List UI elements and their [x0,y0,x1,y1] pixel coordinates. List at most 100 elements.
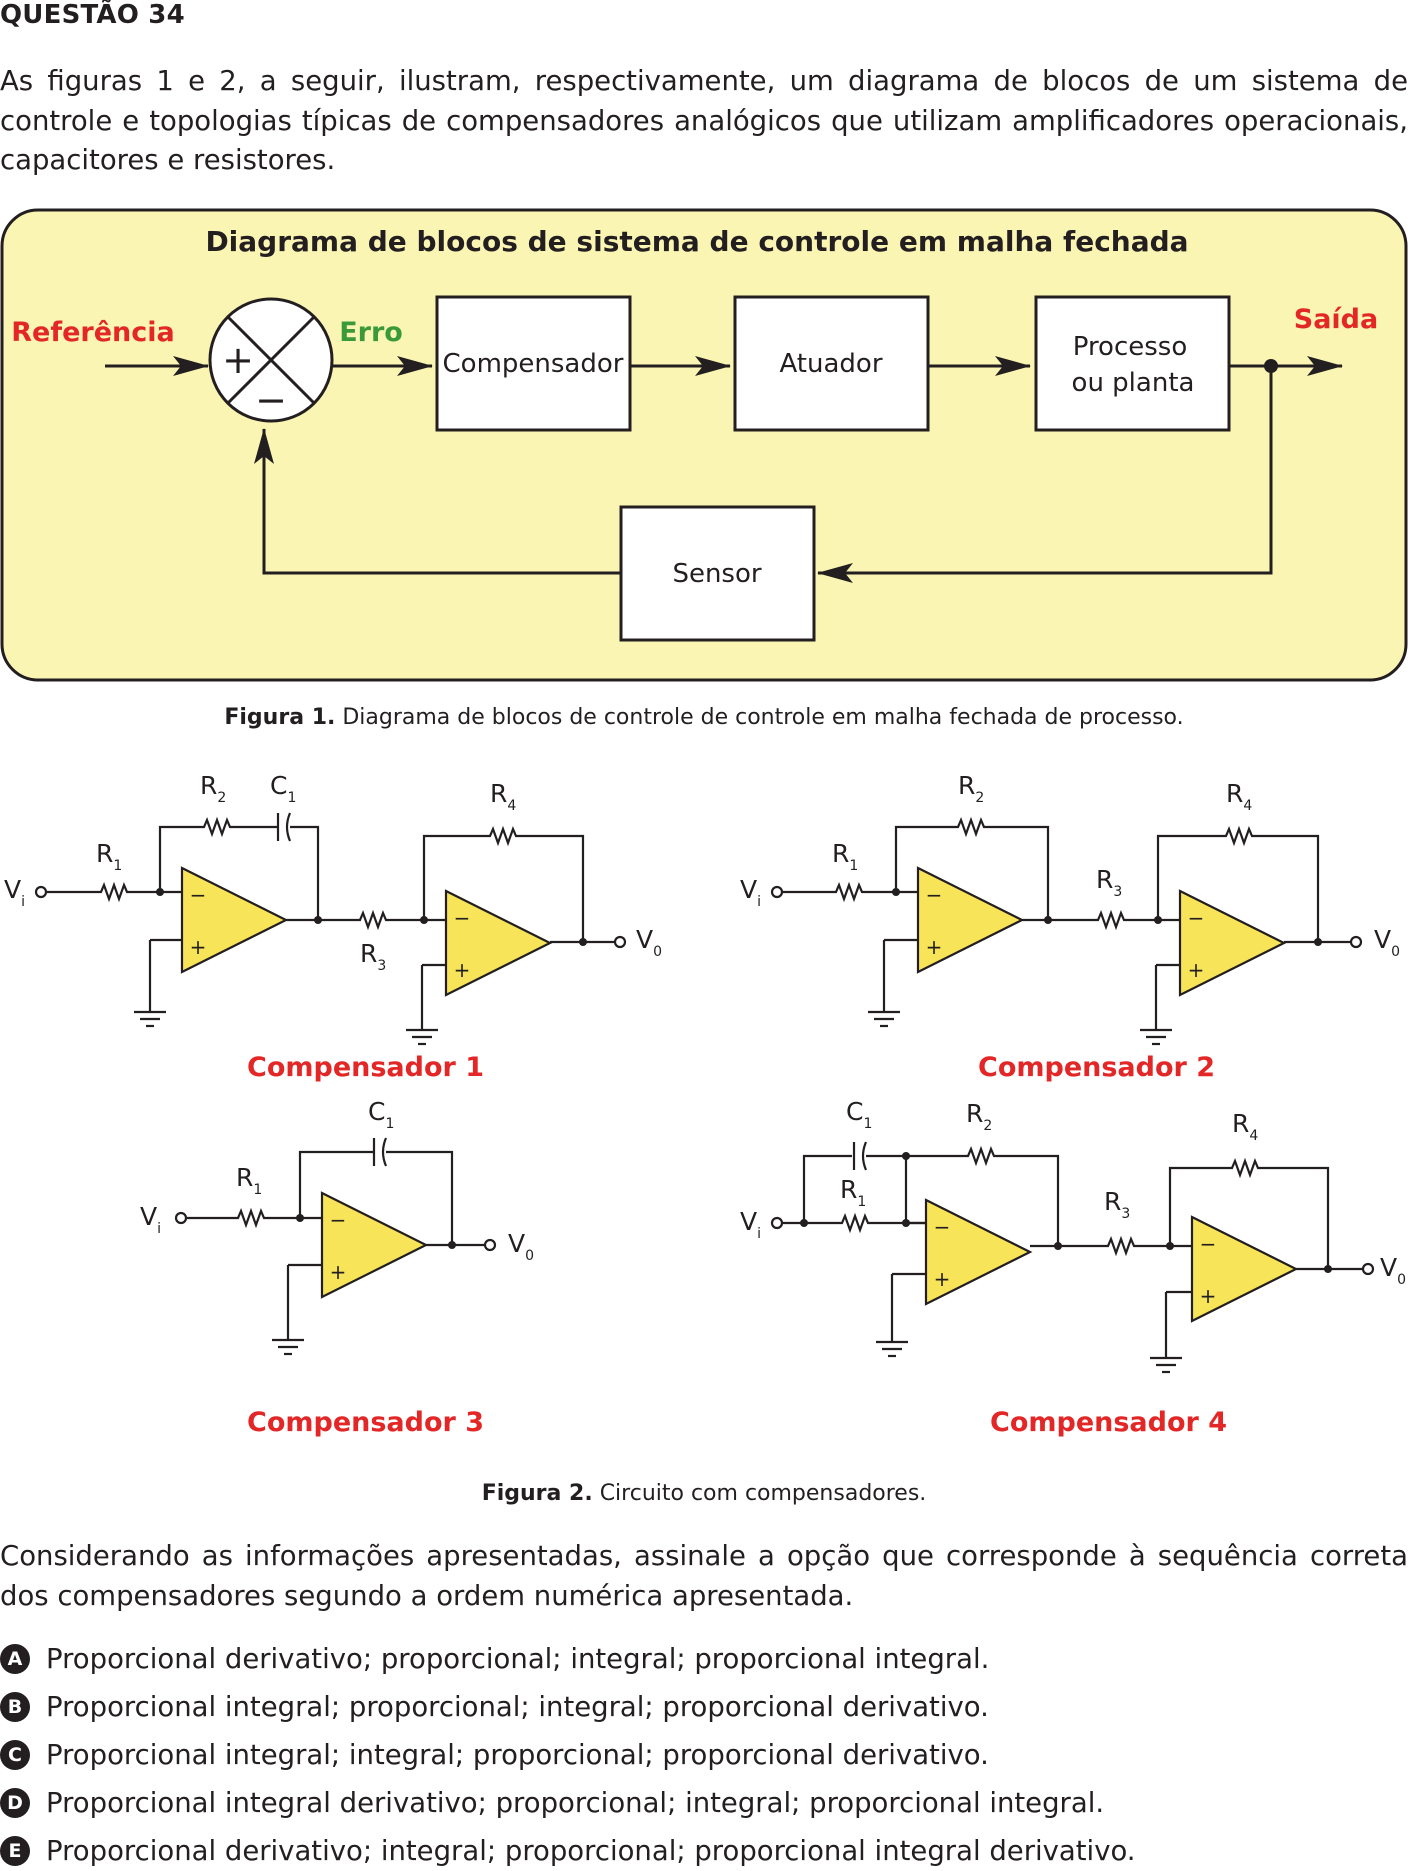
resistor [1100,1237,1144,1255]
terminal [483,1238,497,1252]
op-amp [1190,1215,1299,1323]
op-amp-minus: − [190,883,207,907]
option-b-letter: B [0,1692,30,1722]
option-e-text: Proporcional derivativo; integral; propo… [46,1835,1136,1867]
option-b-text: Proporcional integral; proporcional; int… [46,1691,989,1723]
label-r1: R1 [96,839,122,874]
option-c[interactable]: C Proporcional integral; integral; propor… [0,1735,989,1775]
label-c1: C1 [270,771,296,806]
option-d[interactable]: D Proporcional integral derivativo; propo… [0,1783,1104,1823]
resistor [196,818,240,836]
error-label: Erro [339,317,403,348]
question-prompt: Considerando as informações apresentadas… [0,1540,1408,1612]
resistor [834,1214,878,1232]
op-amp-plus: + [1188,958,1205,982]
op-amp-minus: − [1188,906,1205,930]
op-amp-plus: + [1200,1284,1217,1308]
figure1-caption: Figura 1. Diagrama de blocos de controle… [224,705,1184,730]
terminal [34,885,48,899]
label-r2: R2 [966,1099,992,1134]
terminal [1361,1262,1375,1276]
output-label: Saída [1294,304,1378,335]
option-e-letter: E [0,1836,30,1866]
option-b[interactable]: B Proporcional integral; proporcional; in… [0,1687,989,1727]
resistor [482,827,526,845]
op-amp-minus: − [454,906,471,930]
label-r4: R4 [1226,779,1252,814]
op-amp [444,889,553,997]
label-c1: C1 [368,1097,394,1132]
label-r3: R3 [1096,865,1122,900]
op-amp-minus: − [926,883,943,907]
label-r3: R3 [1104,1187,1130,1222]
option-c-text: Proporcional integral; integral; proporc… [46,1739,989,1771]
compensator-3-name: Compensador 3 [247,1407,485,1438]
option-a[interactable]: A Proporcional derivativo; proporcional; … [0,1639,989,1679]
resistor [828,883,872,901]
label-v0: V0 [1380,1253,1406,1288]
label-r2: R2 [958,771,984,806]
label-v0: V0 [508,1229,534,1264]
resistor [1224,1159,1268,1177]
question-title: QUESTÃO 34 [0,0,185,30]
compensator-2-name: Compensador 2 [978,1052,1216,1083]
process-label-line1: Processo [1073,332,1188,362]
op-amp-plus: + [190,935,207,959]
terminal [613,935,627,949]
option-e[interactable]: E Proporcional derivativo; integral; prop… [0,1831,1136,1871]
block-diagram: Diagrama de blocos de sistema de control… [0,208,1408,682]
actuator-block [733,295,930,432]
label-vi: Vi [140,1202,161,1237]
actuator-label: Atuador [779,349,882,379]
op-amp [320,1191,429,1299]
label-vi: Vi [740,1207,761,1242]
op-amp [180,866,289,974]
capacitor [381,1137,388,1167]
plus-sign: + [222,338,254,382]
option-d-letter: D [0,1788,30,1818]
op-amp-plus: + [454,958,471,982]
label-r1: R1 [832,839,858,874]
op-amp-plus: + [934,1267,951,1291]
process-block [1034,295,1231,432]
label-v0: V0 [1374,925,1400,960]
sensor-label: Sensor [672,559,761,589]
terminal [770,885,784,899]
option-a-letter: A [0,1644,30,1674]
label-r1: R1 [236,1163,262,1198]
resistor [950,818,994,836]
op-amp-plus: + [926,935,943,959]
op-amp [924,1198,1033,1306]
compensator-block [435,295,632,432]
resistor [352,911,396,929]
op-amp-minus: − [330,1208,347,1232]
label-r4: R4 [490,779,516,814]
op-amp-plus: + [330,1260,347,1284]
label-r4: R4 [1232,1109,1258,1144]
op-amp [1178,889,1287,997]
process-label-line2: ou planta [1072,368,1195,398]
op-amp [916,866,1025,974]
terminal [1349,935,1363,949]
compensator-4-name: Compensador 4 [990,1407,1228,1438]
label-vi: Vi [740,875,761,910]
minus-sign: − [255,378,287,422]
diagram-title: Diagrama de blocos de sistema de control… [205,225,1188,258]
figure2-caption: Figura 2. Circuito com compensadores. [481,1481,927,1506]
option-d-text: Proporcional integral derivativo; propor… [46,1787,1105,1819]
capacitor [861,1141,868,1171]
compensator-label: Compensador [443,349,624,379]
option-c-letter: C [0,1740,30,1770]
label-r1: R1 [840,1175,866,1210]
label-c1: C1 [846,1097,872,1132]
compensator-1-name: Compensador 1 [247,1052,485,1083]
label-v0: V0 [636,925,662,960]
resistor [230,1209,274,1227]
summing-junction: + − [208,297,334,423]
option-a-text: Proporcional derivativo; proporcional; i… [46,1643,990,1675]
resistor [1090,911,1134,929]
label-r2: R2 [200,771,226,806]
label-r3: R3 [360,939,386,974]
label-vi: Vi [4,875,25,910]
